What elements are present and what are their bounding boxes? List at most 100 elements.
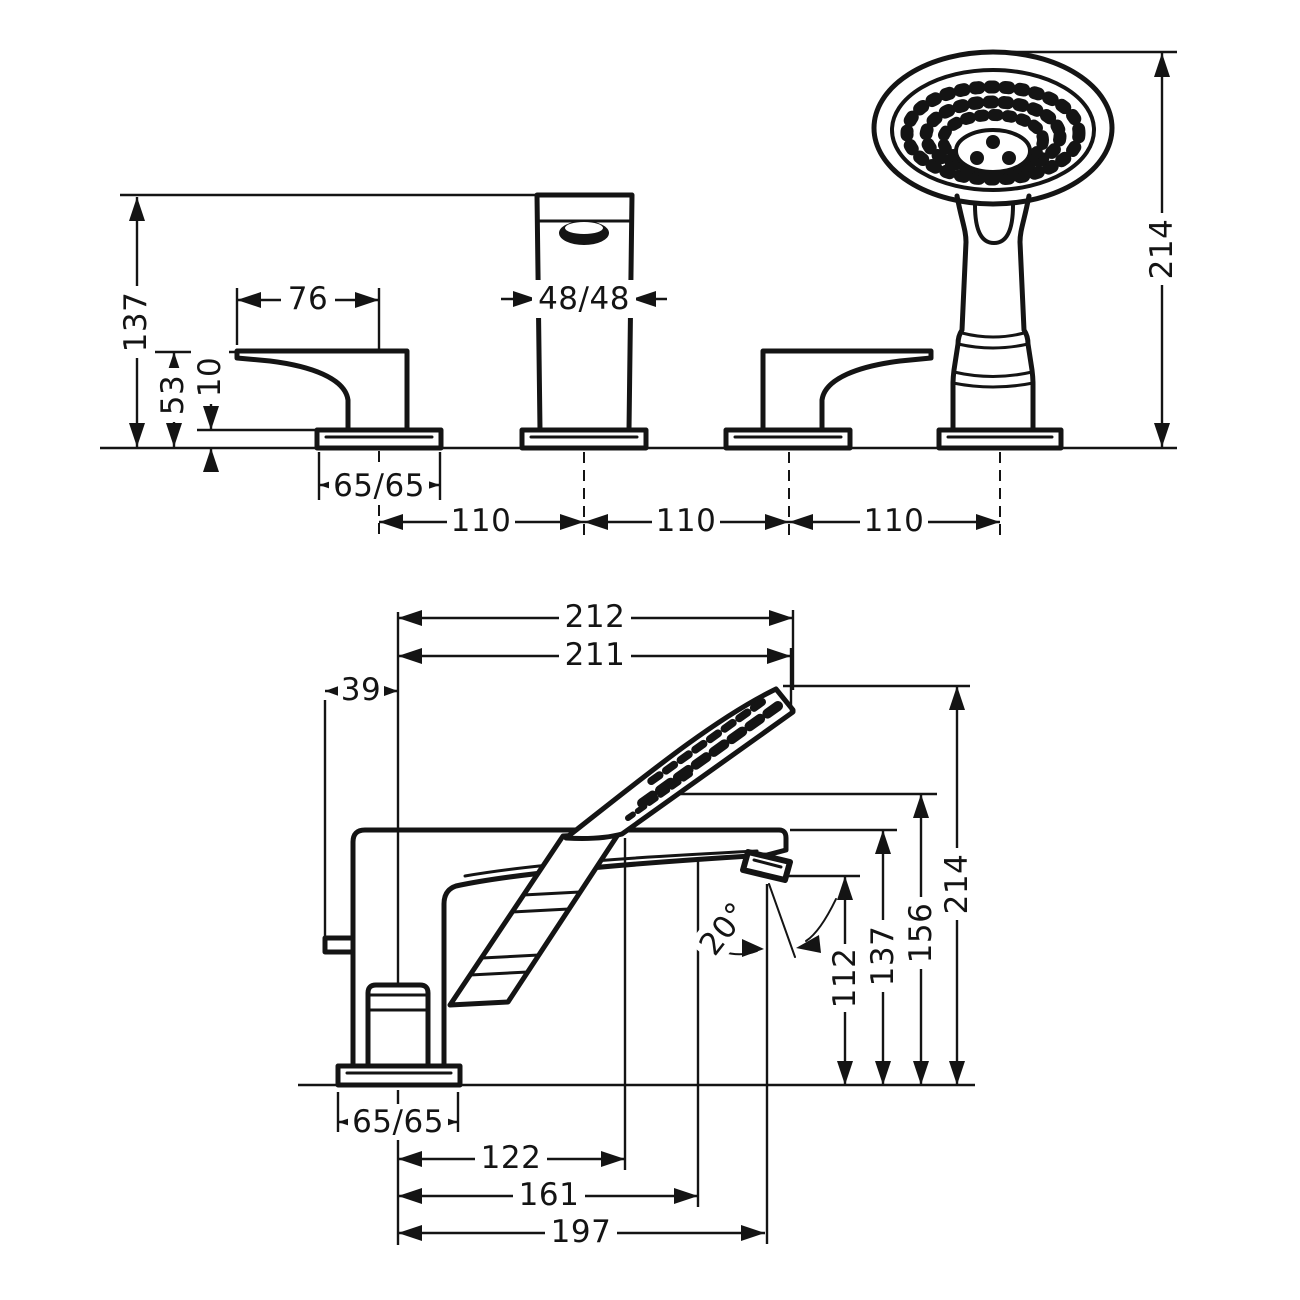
arrowhead (398, 648, 422, 664)
arrowhead (398, 1225, 422, 1241)
dim-text: 137 (865, 926, 901, 987)
dim-front-spacing-3: 110 (860, 503, 928, 539)
label-bg (191, 350, 229, 404)
dim-front-overall-height: 137 (117, 286, 155, 358)
arrowhead (203, 448, 219, 472)
side-dimensions: 212 211 39 112 (325, 599, 976, 1250)
arrowhead (560, 514, 584, 530)
grip-band (956, 342, 1030, 350)
arrowhead (632, 291, 656, 307)
label-bg (154, 368, 192, 422)
dim-text: 110 (864, 503, 925, 539)
spout-aerator (740, 849, 793, 883)
dim-front-escutcheon-size: 65/65 (329, 468, 429, 504)
dim-side-reach-mid: 161 (513, 1177, 585, 1213)
arrowhead (875, 830, 891, 854)
label-bg (117, 286, 155, 358)
label-bg (826, 944, 864, 1012)
side-view: 20° 212 211 (298, 599, 976, 1250)
dim-text: 137 (118, 292, 154, 353)
front-spout (519, 192, 649, 451)
side-spout-angle: 20° (688, 883, 837, 967)
arrowhead (129, 197, 145, 221)
dim-side-mid-height: 156 (902, 897, 940, 969)
center-nozzle (986, 135, 1000, 149)
dim-front-spout-section: 48/48 (532, 280, 636, 318)
dim-text: 197 (551, 1214, 612, 1250)
dim-text: 53 (155, 375, 191, 415)
dim-side-overall-depth: 212 (559, 599, 631, 635)
label-bg (864, 920, 902, 992)
escutcheon (314, 427, 444, 451)
dim-text: 211 (565, 637, 626, 673)
dim-front-handshower-height: 214 (1143, 213, 1181, 285)
dim-text: 10 (192, 357, 228, 397)
grip-band (952, 370, 1034, 378)
escutcheon (519, 427, 649, 451)
label-bg (902, 897, 940, 969)
arrowhead (513, 291, 537, 307)
arrowhead (875, 1061, 891, 1085)
shower-head-rim (890, 68, 1096, 192)
side-handle (365, 982, 431, 1069)
holder-band (480, 953, 541, 960)
arrowhead (379, 514, 403, 530)
grip-band (951, 381, 1035, 389)
dim-text: 48/48 (538, 281, 630, 317)
arrowhead (398, 1151, 422, 1167)
label-bg (329, 468, 429, 504)
arrowhead (837, 1061, 853, 1085)
arrowhead (601, 1151, 625, 1167)
dim-text: 212 (565, 599, 626, 635)
side-extension-lines (298, 610, 975, 1245)
arrowhead (837, 876, 853, 900)
arrowhead (1154, 423, 1170, 447)
dim-side-rear-offset: 39 (338, 672, 384, 708)
center-nozzle (970, 151, 984, 165)
dim-text: 39 (341, 672, 381, 708)
arrowhead (913, 794, 929, 818)
escutcheon (723, 427, 853, 451)
label-bg (475, 1140, 547, 1176)
dim-front-spacing-2: 110 (652, 503, 720, 539)
front-left-handle (234, 348, 444, 451)
arrowhead (913, 1061, 929, 1085)
arrowhead (1154, 53, 1170, 77)
handle-lever (234, 348, 410, 433)
front-dimensions: 137 53 10 76 (117, 53, 1181, 539)
label-bg (1143, 213, 1181, 285)
label-bg (348, 1104, 448, 1140)
label-bg (532, 280, 636, 318)
rear-connection-tab (322, 935, 356, 955)
escutcheon (335, 1063, 463, 1088)
head-nozzle-row (633, 701, 783, 811)
dim-text: 214 (1144, 219, 1180, 280)
grip-band (960, 331, 1026, 339)
holder-band (521, 890, 582, 897)
dim-front-escutcheon-height: 10 (191, 350, 229, 404)
handle-lever (760, 348, 934, 433)
dim-text: 112 (827, 948, 863, 1009)
dim-side-head-depth: 211 (559, 637, 631, 673)
arrowhead (398, 610, 422, 626)
arrowhead (674, 1188, 698, 1204)
dim-text: 65/65 (352, 1104, 444, 1140)
dim-front-handle-height: 53 (154, 368, 192, 422)
dim-side-spout-angle: 20° (688, 891, 760, 967)
spout-mouth-highlight (565, 222, 603, 234)
arrowhead (129, 423, 145, 447)
arrowhead (796, 935, 821, 953)
label-bg (652, 503, 720, 539)
dim-side-escutcheon-size: 65/65 (348, 1104, 448, 1140)
label-bg (938, 848, 976, 920)
center-nozzle (1002, 151, 1016, 165)
label-bg (545, 1214, 617, 1250)
dim-side-reach-front: 197 (545, 1214, 617, 1250)
label-bg (559, 599, 631, 635)
spout-aerator-inner (752, 858, 783, 869)
arrowhead (789, 514, 813, 530)
label-bg (513, 1177, 585, 1213)
dim-text: 65/65 (333, 468, 425, 504)
